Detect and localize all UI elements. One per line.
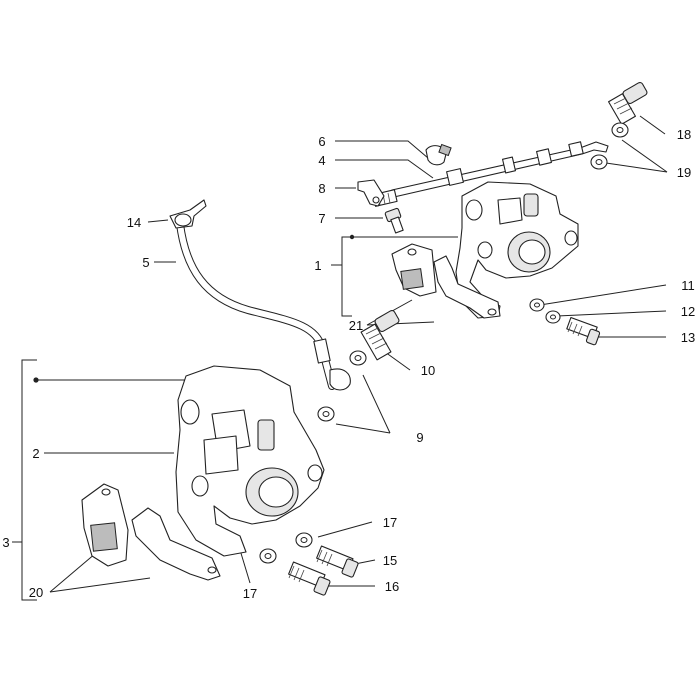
copper-washers-part: [590, 122, 629, 170]
brake-hose-part: [176, 220, 351, 391]
union-bolt-part: [608, 81, 648, 125]
small-screw-part: [384, 207, 404, 234]
callout-6: 6: [318, 134, 325, 149]
callout-5: 5: [142, 255, 149, 270]
hose-clip-part: [169, 199, 207, 229]
callout-18: 18: [677, 127, 691, 142]
brake-pipe-part: [372, 141, 609, 207]
pipe-clip-part: [357, 179, 385, 207]
pipe-clamp-part: [425, 143, 452, 166]
callout-14: 14: [127, 215, 141, 230]
lower-brake-pads-part: [81, 483, 221, 581]
callout-2: 2: [32, 446, 39, 461]
callout-12: 12: [681, 304, 695, 319]
callout-labels: 1 2 3 4 5 6 7 8 9 10 11 12 13 14 15 16 1…: [2, 127, 695, 601]
callout-10: 10: [421, 363, 435, 378]
callout-19: 19: [677, 165, 691, 180]
upper-mounting-hardware-part: [529, 298, 601, 346]
lower-mounting-hardware-part: [259, 532, 359, 596]
callout-13: 13: [681, 330, 695, 345]
callout-11: 11: [681, 278, 695, 293]
leader-lines: [12, 115, 668, 601]
callout-9: 9: [416, 430, 423, 445]
callout-17-upper: 17: [383, 515, 397, 530]
callout-15: 15: [383, 553, 397, 568]
upper-brake-caliper-part: [455, 181, 579, 319]
callout-7: 7: [318, 211, 325, 226]
callout-21: 21: [349, 318, 363, 333]
callout-17-lower: 17: [243, 586, 257, 601]
callout-8: 8: [318, 181, 325, 196]
callout-20: 20: [29, 585, 43, 600]
upper-brake-pads-part: [391, 243, 501, 319]
callout-1: 1: [314, 258, 321, 273]
lower-brake-caliper-part: [175, 365, 325, 557]
banjo-washers-part: [317, 350, 367, 422]
callout-3: 3: [2, 535, 9, 550]
banjo-bolt-part: [360, 309, 400, 361]
callout-4: 4: [318, 153, 325, 168]
callout-16: 16: [385, 579, 399, 594]
